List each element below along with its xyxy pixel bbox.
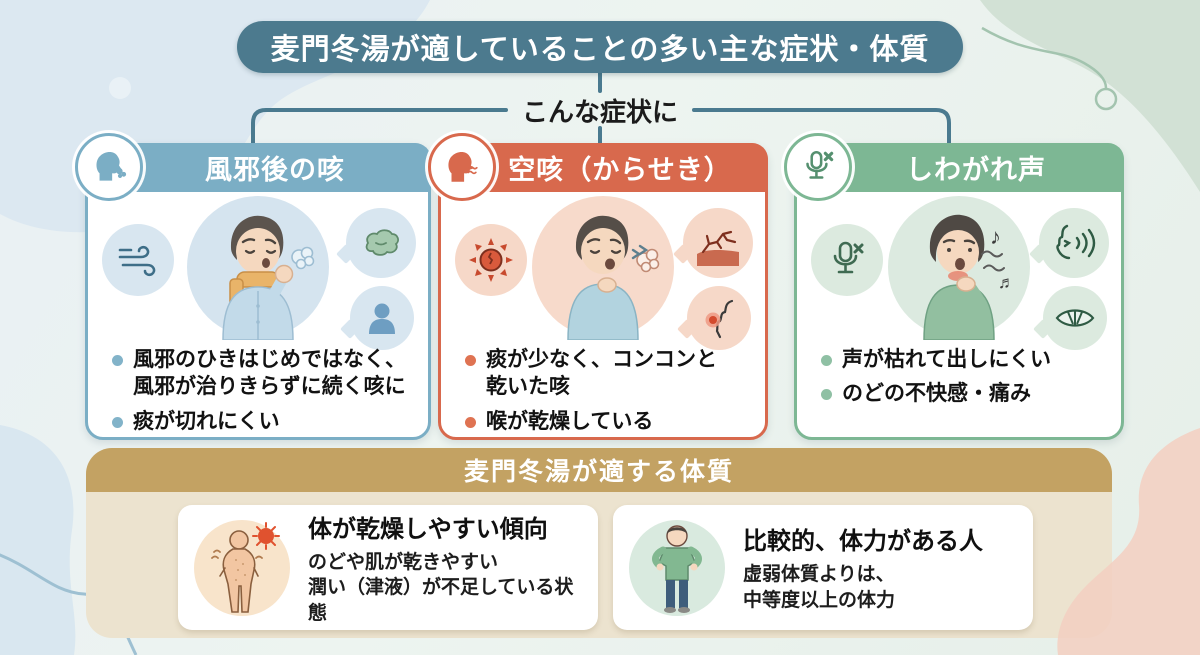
bullet-list: 風邪のひきはじめではなく、 風邪が治りきらずに続く咳に 痰が切れにくい — [112, 346, 420, 442]
constitution-card-title: 体が乾燥しやすい傾向 — [308, 515, 548, 543]
bullet-dot — [821, 355, 832, 366]
bullet-text: 痰が少なく、コンコンと 乾いた咳 — [486, 348, 717, 399]
muted-mic-icon — [784, 133, 852, 201]
svg-text:♬: ♬ — [998, 273, 1015, 292]
card-header: しわがれ声 — [784, 133, 1124, 201]
symptom-card-dry-cough: 空咳（からせき） — [428, 133, 768, 442]
phlegm-icon — [346, 208, 416, 278]
constitution-card-title: 比較的、体力がある人 — [743, 528, 983, 556]
card-illustration: ♪ ♬ — [797, 192, 1121, 350]
svg-text:♪: ♪ — [990, 224, 1001, 249]
dry-body-icon — [192, 518, 292, 618]
constitution-card-physical-strength: 比較的、体力がある人 虚弱体質よりは、 中等度以上の体力 — [613, 505, 1033, 630]
bullet-item: 痰が少なく、コンコンと 乾いた咳 — [465, 346, 757, 401]
symptom-card-cough-after-cold: 風邪後の咳 — [75, 133, 431, 442]
bullet-text: 喉が乾燥している — [486, 409, 654, 433]
person-silhouette-icon — [350, 286, 414, 350]
card-title: 風邪後の咳 — [205, 155, 345, 185]
bullet-dot — [112, 355, 123, 366]
open-mouth-icon — [1043, 286, 1107, 350]
page-title-text: 麦門冬湯が適していることの多い主な症状・体質 — [270, 34, 930, 66]
card-title: 空咳（からせき） — [508, 155, 732, 185]
bullet-item: 喉が乾燥している — [465, 408, 757, 435]
symptom-card-hoarse-voice: しわがれ声 — [784, 133, 1124, 440]
card-header: 空咳（からせき） — [428, 133, 768, 201]
dry-cough-man-illustration — [530, 194, 676, 340]
bullet-text: 風邪のひきはじめではなく、 風邪が治りきらずに続く咳に — [133, 348, 406, 399]
bullet-dot — [465, 355, 476, 366]
card-illustration — [88, 192, 428, 350]
bullet-list: 痰が少なく、コンコンと 乾いた咳 喉が乾燥している — [465, 346, 757, 442]
wind-icon — [102, 224, 174, 296]
bullet-item: 痰が切れにくい — [112, 408, 420, 435]
bullet-text: のどの不快感・痛み — [842, 382, 1031, 406]
bullet-item: 声が枯れて出しにくい — [821, 346, 1113, 373]
coughing-person-icon — [75, 133, 143, 201]
bullet-item: 風邪のひきはじめではなく、 風邪が治りきらずに続く咳に — [112, 346, 420, 401]
coughing-head-icon — [428, 133, 496, 201]
bullet-dot — [465, 416, 476, 428]
card-header: 風邪後の咳 — [75, 133, 431, 201]
coughing-man-illustration — [185, 194, 331, 340]
bullet-list: 声が枯れて出しにくい のどの不快感・痛み — [821, 346, 1113, 415]
standing-man-icon — [627, 518, 727, 618]
constitution-card-description: のどや肌が乾きやすい 潤い（津液）が不足している状態 — [308, 551, 574, 624]
constitution-card-description: 虚弱体質よりは、 中等度以上の体力 — [743, 564, 896, 611]
constitution-panel: 麦門冬湯が適する体質 体が乾燥しやすい傾向 — [86, 448, 1112, 638]
cracked-earth-icon — [683, 208, 753, 278]
card-illustration — [441, 192, 765, 350]
hoarse-voice-man-illustration: ♪ ♬ — [886, 194, 1032, 340]
bullet-dot — [821, 389, 832, 401]
sore-throat-icon — [687, 286, 751, 350]
dry-sun-icon — [455, 224, 527, 296]
constitution-panel-header: 麦門冬湯が適する体質 — [86, 448, 1112, 492]
page-title: 麦門冬湯が適していることの多い主な症状・体質 — [237, 21, 963, 73]
speaking-mouth-icon — [1039, 208, 1109, 278]
symptoms-section-label: こんな症状に — [521, 97, 678, 127]
bullet-item: のどの不快感・痛み — [821, 380, 1113, 407]
constitution-card-dry-body: 体が乾燥しやすい傾向 のどや肌が乾きやすい 潤い（津液）が不足している状態 — [178, 505, 598, 630]
constitution-title: 麦門冬湯が適する体質 — [463, 458, 734, 486]
bullet-text: 声が枯れて出しにくい — [842, 348, 1051, 371]
bullet-dot — [112, 416, 123, 428]
bullet-text: 痰が切れにくい — [133, 409, 280, 433]
muted-mic-icon — [811, 224, 883, 296]
card-title: しわがれ声 — [906, 155, 1046, 185]
